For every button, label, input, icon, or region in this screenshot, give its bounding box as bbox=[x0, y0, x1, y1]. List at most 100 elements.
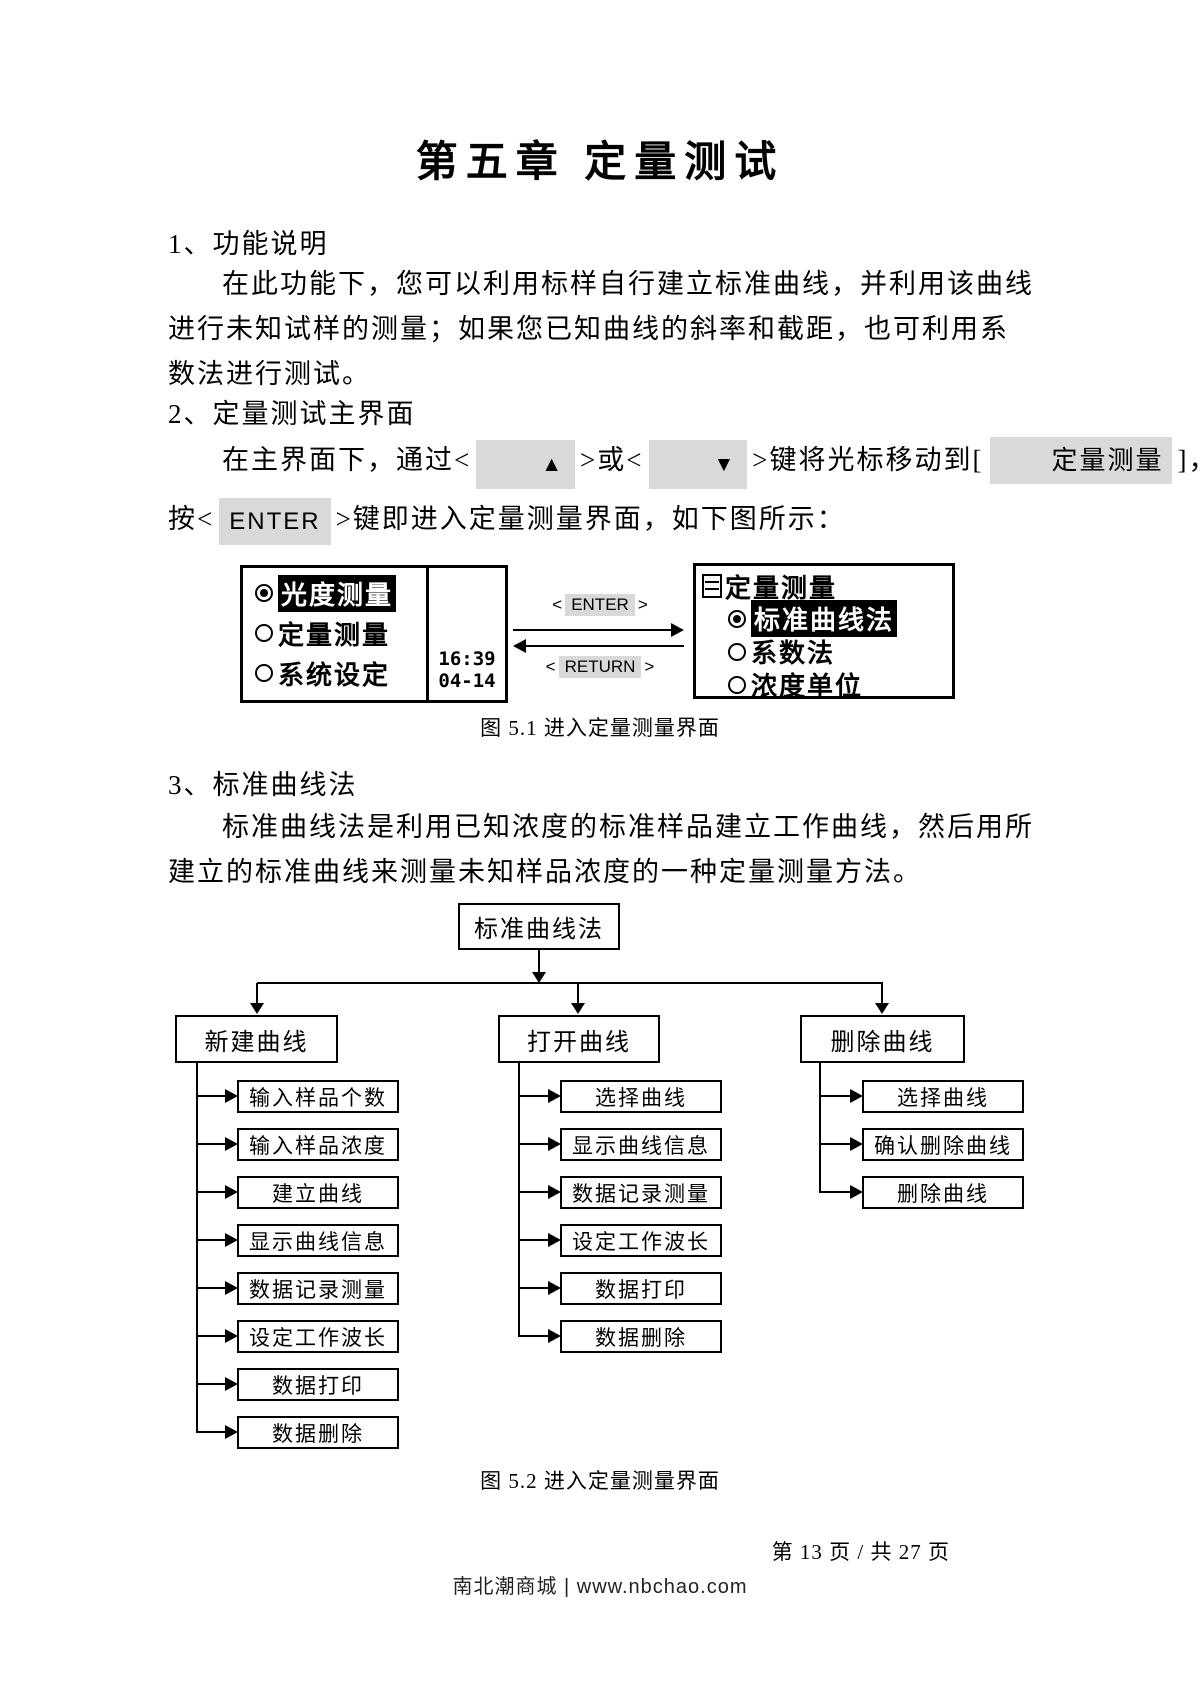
right-arrowhead-icon bbox=[225, 1425, 238, 1439]
chapter-title: 第五章 定量测试 bbox=[415, 140, 785, 186]
lcd-menu-item-label: 光度测量 bbox=[278, 574, 397, 612]
section1-body-line1: 在此功能下，您可以利用标样自行建立标准曲线，并利用该曲线 bbox=[222, 269, 1034, 299]
return-key-label: RETURN bbox=[558, 656, 642, 678]
connector-line bbox=[197, 1383, 225, 1385]
up-key-chip: ▲ bbox=[476, 440, 576, 489]
angle-bracket: > bbox=[644, 657, 655, 676]
right-arrowhead-icon bbox=[225, 1377, 238, 1391]
flow-box-child: 输入样品浓度 bbox=[237, 1128, 399, 1161]
section3-body-line2: 建立的标准曲线来测量未知样品浓度的一种定量测量方法。 bbox=[168, 857, 922, 887]
lcd-menu-item-photometry: 光度测量 bbox=[255, 573, 426, 613]
connector-line bbox=[538, 950, 540, 974]
flow-box-child: 数据删除 bbox=[560, 1320, 722, 1353]
right-arrowhead-icon bbox=[850, 1185, 863, 1199]
right-arrowhead-icon bbox=[548, 1137, 561, 1151]
figure2-caption: 图 5.2 进入定量测量界面 bbox=[480, 1469, 720, 1493]
right-arrowhead-icon bbox=[548, 1233, 561, 1247]
right-arrowhead-icon bbox=[548, 1281, 561, 1295]
connector-line bbox=[577, 983, 579, 1004]
flow-box-child: 输入样品个数 bbox=[237, 1080, 399, 1113]
right-arrowhead-icon bbox=[225, 1281, 238, 1295]
angle-bracket: < bbox=[552, 595, 563, 614]
section2-heading: 2、定量测试主界面 bbox=[168, 399, 416, 429]
right-arrowhead-icon bbox=[850, 1089, 863, 1103]
flow-box-child: 设定工作波长 bbox=[560, 1224, 722, 1257]
flow-box-child: 建立曲线 bbox=[237, 1176, 399, 1209]
flow-box-child: 数据记录测量 bbox=[560, 1176, 722, 1209]
radio-selected-icon bbox=[728, 609, 746, 628]
section1-body-line2: 进行未知试样的测量；如果您已知曲线的斜率和截距，也可利用系 bbox=[168, 314, 1009, 344]
lcd-menu-item-coefficient: 系数法 bbox=[702, 635, 946, 668]
angle-bracket: < bbox=[545, 657, 556, 676]
flow-box-child: 选择曲线 bbox=[862, 1080, 1024, 1113]
connector-line bbox=[519, 1095, 548, 1097]
radio-icon bbox=[728, 675, 746, 694]
right-arrowhead-icon bbox=[225, 1137, 238, 1151]
enter-arrow-label: <ENTER> bbox=[505, 594, 695, 616]
connector-line bbox=[519, 1143, 548, 1145]
flow-box-child: 数据记录测量 bbox=[237, 1272, 399, 1305]
lcd-screen-main-menu: 光度测量 定量测量 系统设定 16:39 04-14 bbox=[240, 565, 508, 703]
connector-line bbox=[197, 1335, 225, 1337]
radio-selected-icon bbox=[255, 584, 273, 602]
connector-line bbox=[820, 1143, 850, 1145]
down-key-chip: ▼ bbox=[648, 440, 748, 489]
text-segment: ]， bbox=[1177, 445, 1200, 475]
connector-line bbox=[197, 1239, 225, 1241]
quantitative-menu-chip: 定量测量 bbox=[989, 437, 1172, 484]
site-link[interactable]: 南北潮商城 | www.nbchao.com bbox=[452, 1576, 748, 1598]
right-arrowhead-icon bbox=[225, 1089, 238, 1103]
right-arrowhead-icon bbox=[225, 1329, 238, 1343]
menu-icon bbox=[702, 574, 722, 598]
flow-box-child: 显示曲线信息 bbox=[237, 1224, 399, 1257]
lcd-menu-item-standard-curve: 标准曲线法 bbox=[702, 600, 946, 637]
flow-box-child: 设定工作波长 bbox=[237, 1320, 399, 1353]
flow-box-child: 显示曲线信息 bbox=[560, 1128, 722, 1161]
angle-bracket: > bbox=[637, 595, 648, 614]
enter-key-label: ENTER bbox=[565, 594, 635, 616]
lcd-menu-item-concentration-unit: 浓度单位 bbox=[702, 668, 946, 701]
lcd-menu-item-quantitative: 定量测量 bbox=[255, 613, 426, 653]
connector-line bbox=[820, 1095, 850, 1097]
page-number: 第 13 页 / 共 27 页 bbox=[771, 1540, 950, 1564]
section1-heading: 1、功能说明 bbox=[168, 229, 329, 259]
radio-icon bbox=[728, 642, 746, 661]
connector-line bbox=[519, 1239, 548, 1241]
return-arrow-line bbox=[526, 645, 684, 647]
date-display: 04-14 bbox=[438, 670, 496, 692]
right-arrowhead-icon bbox=[548, 1185, 561, 1199]
connector-line bbox=[519, 1335, 548, 1337]
connector-line bbox=[196, 1063, 198, 1433]
section3-heading: 3、标准曲线法 bbox=[168, 770, 358, 800]
enter-arrowhead-icon bbox=[671, 623, 684, 637]
flow-box-child: 确认删除曲线 bbox=[862, 1128, 1024, 1161]
flow-box-child: 数据打印 bbox=[560, 1272, 722, 1305]
lcd-screen-title-label: 定量测量 bbox=[725, 572, 838, 603]
section2-paragraph-line1: 在主界面下，通过<▲>或<▼>键将光标移动到[定量测量]， bbox=[168, 437, 1200, 489]
right-arrowhead-icon bbox=[548, 1089, 561, 1103]
text-segment: 在主界面下，通过< bbox=[222, 445, 472, 475]
text-segment: 按< bbox=[168, 504, 215, 534]
flow-box-child: 数据删除 bbox=[237, 1416, 399, 1449]
text-segment: >或< bbox=[580, 445, 644, 475]
flow-box-child: 数据打印 bbox=[237, 1368, 399, 1401]
flow-box-child: 删除曲线 bbox=[862, 1176, 1024, 1209]
enter-arrow-line bbox=[513, 629, 671, 631]
flow-box-root: 标准曲线法 bbox=[458, 903, 620, 950]
lcd-menu-item-label: 浓度单位 bbox=[751, 671, 864, 701]
return-arrowhead-icon bbox=[513, 639, 526, 653]
connector-line bbox=[519, 1191, 548, 1193]
enter-key-chip: ENTER bbox=[219, 498, 331, 545]
section1-body-line3: 数法进行测试。 bbox=[168, 359, 371, 389]
connector-line bbox=[197, 1287, 225, 1289]
radio-icon bbox=[255, 664, 273, 682]
lcd-menu-item-label: 系统设定 bbox=[278, 659, 391, 690]
connector-line bbox=[820, 1191, 850, 1193]
lcd-clock-panel: 16:39 04-14 bbox=[429, 568, 505, 700]
lcd-menu-item-label: 标准曲线法 bbox=[751, 600, 898, 637]
section3-body-line1: 标准曲线法是利用已知浓度的标准样品建立工作曲线，然后用所 bbox=[222, 812, 1034, 842]
down-arrowhead-icon bbox=[532, 972, 546, 983]
lcd-menu-item-label: 系数法 bbox=[751, 638, 836, 668]
connector-line bbox=[257, 982, 883, 984]
